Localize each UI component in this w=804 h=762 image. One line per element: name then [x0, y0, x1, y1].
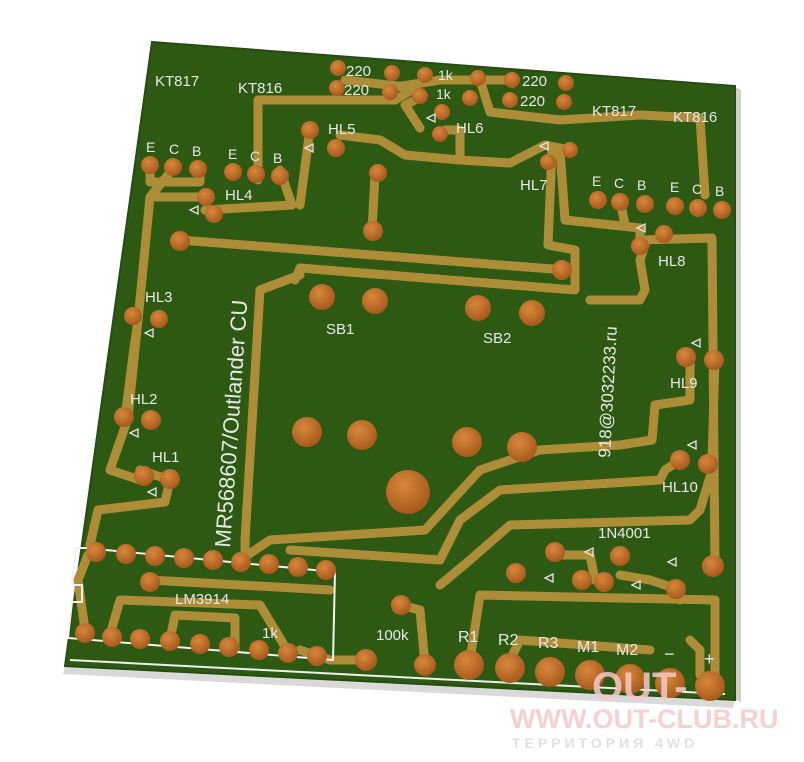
- pin-c3: C: [614, 175, 624, 191]
- label-hl7: HL7: [520, 177, 548, 194]
- label-res-1k-b: 1k: [436, 86, 452, 102]
- label-hl10: HL10: [662, 479, 698, 496]
- label-kt817-right: KT817: [592, 103, 636, 120]
- pin-b3: B: [637, 177, 646, 193]
- pin-e3: E: [592, 173, 601, 189]
- pad-group-switches: [292, 284, 545, 514]
- label-hl5: HL5: [328, 121, 356, 138]
- label-kt816-left: KT816: [238, 80, 282, 97]
- board-edge: [63, 666, 735, 708]
- label-res-220-b: 220: [344, 82, 369, 99]
- label-res-1k-c: 1k: [262, 625, 278, 642]
- pin-e4: E: [670, 179, 679, 195]
- pin-e1: E: [146, 139, 155, 155]
- pin-b1: B: [192, 143, 201, 159]
- label-hl3: HL3: [145, 289, 173, 306]
- solder-pads: [75, 60, 731, 701]
- pad-group-transistors: [141, 156, 731, 219]
- label-r1: R1: [458, 629, 479, 646]
- label-hl4: HL4: [225, 187, 253, 204]
- label-hl2: HL2: [130, 391, 158, 408]
- label-res-1k-a: 1k: [438, 67, 454, 83]
- label-diode: 1N4001: [598, 525, 651, 542]
- watermark-tagline: ТЕРРИТОРИЯ 4WD: [512, 735, 698, 751]
- pad-group-ic-top: [86, 542, 336, 592]
- label-kt816-right: KT816: [673, 109, 717, 126]
- lm3914-outline: [66, 547, 337, 662]
- label-m1: M1: [577, 639, 599, 656]
- label-res-220-a: 220: [346, 63, 371, 80]
- label-res-100k: 100k: [376, 627, 409, 644]
- pin-c2: C: [250, 148, 260, 164]
- pin-c4: C: [692, 181, 702, 197]
- label-plus: +: [704, 649, 715, 669]
- watermark-url: WWW.OUT-CLUB.RU: [510, 704, 778, 734]
- label-minus: −: [664, 644, 675, 664]
- watermark-logo: OUT-: [592, 665, 688, 709]
- pad-group-connectors: [355, 595, 725, 701]
- label-chip: LM3914: [175, 591, 229, 608]
- label-hl1: HL1: [152, 449, 180, 466]
- label-res-220-c: 220: [522, 73, 547, 90]
- label-r2: R2: [498, 632, 519, 649]
- label-kt817-left: KT817: [155, 73, 199, 90]
- led-symbols: [128, 112, 701, 591]
- pad-group-misc: [170, 164, 572, 280]
- pin-e2: E: [228, 146, 237, 162]
- label-hl9: HL9: [670, 375, 698, 392]
- silk-edge-line: [69, 659, 726, 695]
- watermark: OUT- WWW.OUT-CLUB.RU ТЕРРИТОРИЯ 4WD: [510, 665, 778, 751]
- pin-c1: C: [169, 141, 179, 157]
- label-sb1: SB1: [326, 321, 354, 338]
- label-hl6: HL6: [456, 120, 484, 137]
- label-hl8: HL8: [658, 253, 686, 270]
- pad-group-res-top: [329, 60, 574, 110]
- label-sb2: SB2: [483, 330, 511, 347]
- label-res-220-d: 220: [520, 93, 545, 110]
- pin-b4: B: [715, 183, 724, 199]
- pad-group-diodes: [506, 542, 724, 599]
- label-m2: M2: [616, 642, 638, 659]
- pad-group-leds: [114, 104, 724, 489]
- pad-group-ic-bottom: [75, 623, 327, 666]
- pin-b2: B: [273, 150, 282, 166]
- label-r3: R3: [538, 635, 559, 652]
